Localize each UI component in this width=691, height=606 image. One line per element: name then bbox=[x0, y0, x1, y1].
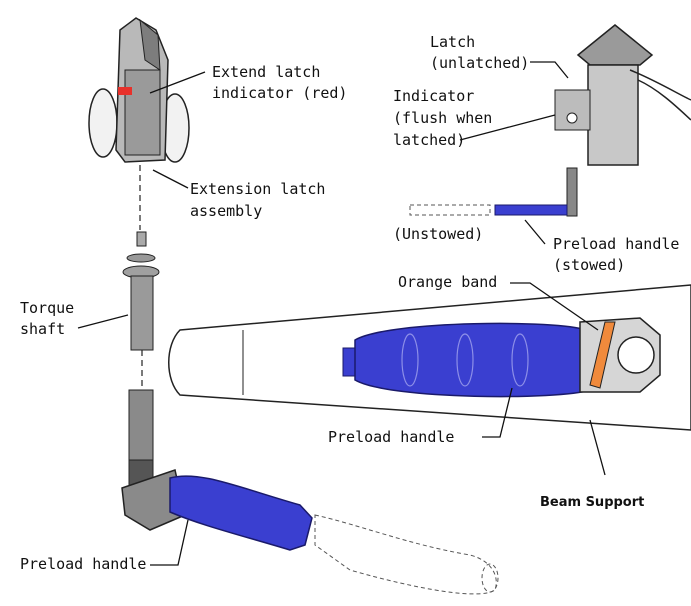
orange-band-label: Orange band bbox=[398, 273, 498, 291]
preload-handle-stowed-label-2: (stowed) bbox=[553, 256, 626, 274]
latch-label-1: Latch bbox=[430, 33, 476, 51]
indicator-label-3: latched) bbox=[393, 131, 466, 149]
extend-latch-indicator-red bbox=[118, 87, 132, 95]
torque-shaft-label-1: Torque bbox=[20, 299, 75, 317]
extend-latch-indicator-label-1: Extend latch bbox=[212, 63, 321, 81]
extend-latch-indicator-label-2: indicator (red) bbox=[212, 84, 348, 102]
leader-lines bbox=[77, 61, 606, 566]
orange-band bbox=[589, 321, 616, 389]
preload-handle-bottom-assembly bbox=[121, 469, 499, 595]
preload-handle-detail-label: Preload handle bbox=[328, 428, 455, 446]
extension-latch-assembly-label-1: Extension latch bbox=[190, 180, 326, 198]
torque-shaft bbox=[122, 231, 160, 493]
preload-handle-bottom-label: Preload handle bbox=[20, 555, 147, 573]
extension-latch-assembly-label-2: assembly bbox=[190, 202, 263, 220]
indicator-label-2: (flush when bbox=[393, 109, 493, 127]
latch-mechanism-top-right bbox=[409, 24, 691, 217]
torque-shaft-label-2: shaft bbox=[20, 320, 66, 338]
unstowed-label: (Unstowed) bbox=[393, 225, 484, 243]
beam-support-label: Beam Support bbox=[540, 495, 645, 510]
latch-label-2: (unlatched) bbox=[430, 54, 530, 72]
indicator-label-1: Indicator bbox=[393, 87, 475, 105]
extension-latch-assembly bbox=[88, 17, 190, 230]
beam-support-detail bbox=[168, 284, 691, 431]
preload-handle-stowed-label-1: Preload handle bbox=[553, 235, 680, 253]
